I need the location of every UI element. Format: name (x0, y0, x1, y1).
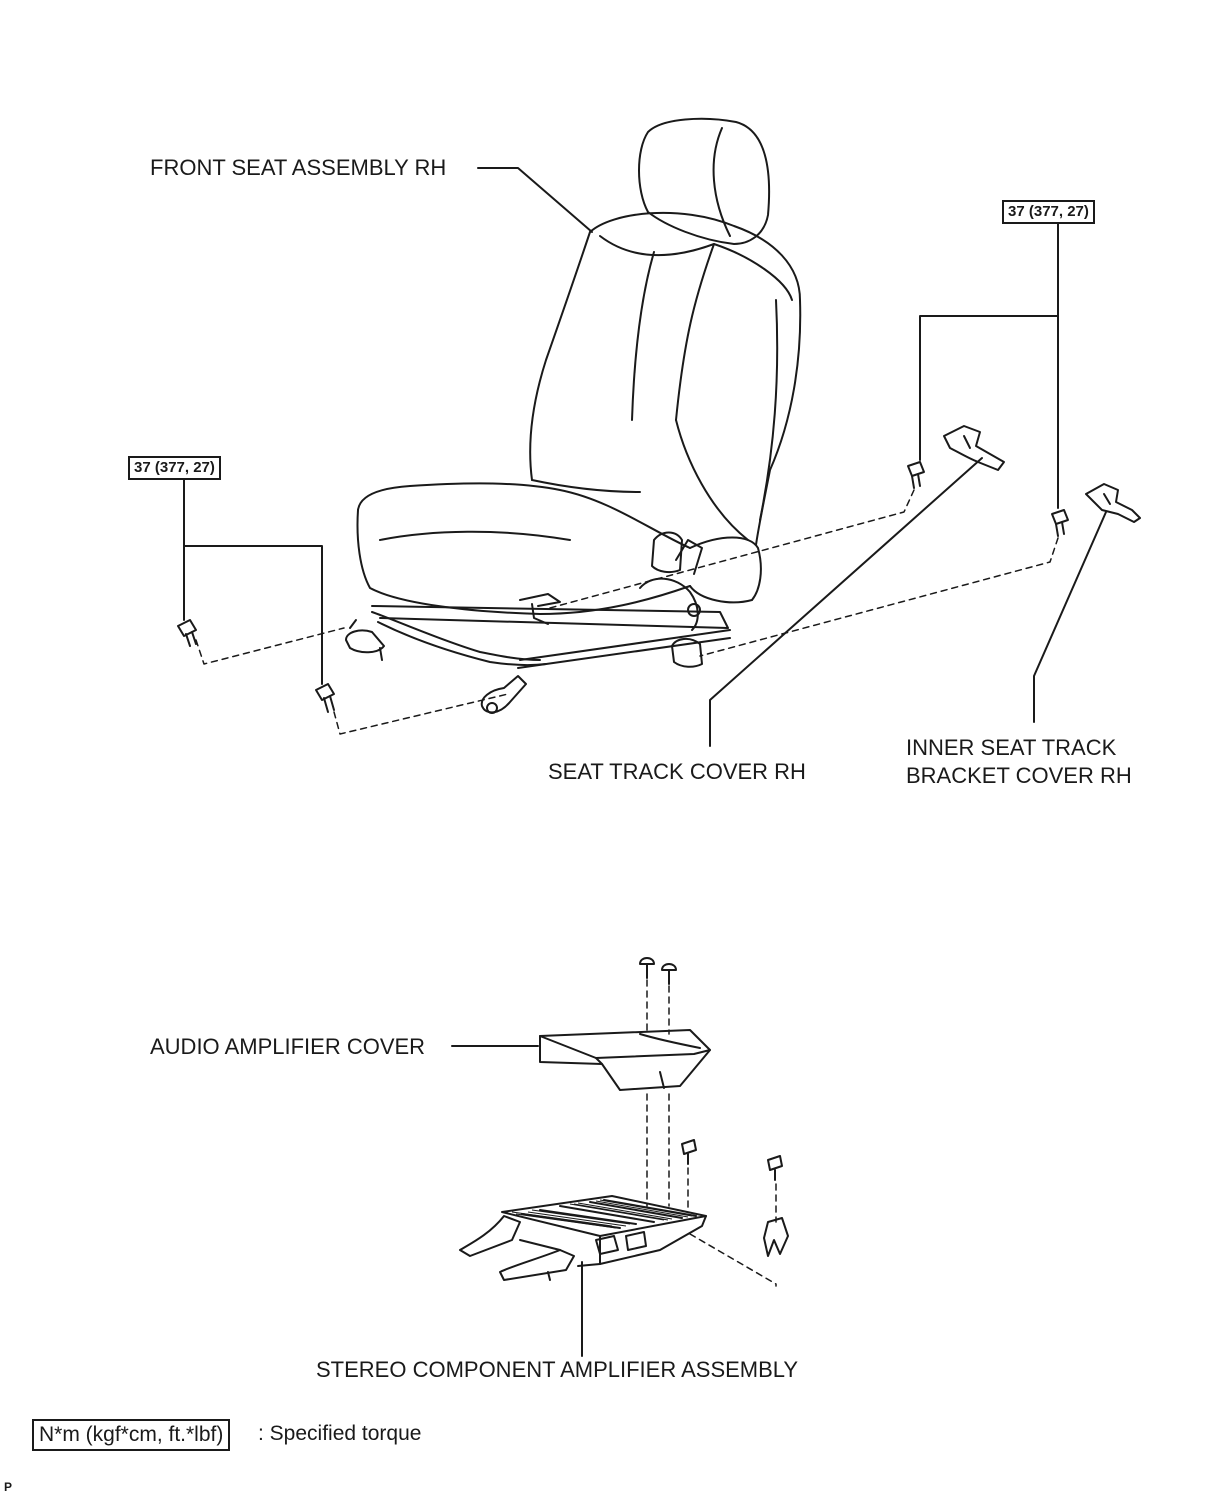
front-seat-label: FRONT SEAT ASSEMBLY RH (150, 155, 447, 180)
audio-amplifier-cover-drawing (539, 1029, 711, 1091)
screw-icon (661, 963, 677, 985)
torque-spec-left: 37 (377, 27) (128, 456, 221, 480)
clip-icon (763, 1217, 789, 1257)
stereo-amp-label: STEREO COMPONENT AMPLIFIER ASSEMBLY (316, 1357, 799, 1382)
bolt-icon (1051, 509, 1069, 537)
stereo-amplifier-drawing (459, 1195, 707, 1281)
amp-cover-label: AUDIO AMPLIFIER COVER (150, 1034, 426, 1059)
torque-spec-right: 37 (377, 27) (1002, 200, 1095, 224)
bolt-icon (177, 619, 197, 647)
bolt-icon (681, 1139, 697, 1165)
corner-code: P (4, 1480, 13, 1494)
legend-description: : Specified torque (258, 1422, 422, 1445)
screw-icon (639, 957, 655, 979)
bolt-icon (767, 1155, 783, 1181)
inner-cover-label-line2: BRACKET COVER RH (906, 763, 1132, 788)
front-seat-drawing (345, 117, 802, 714)
legend-unit-box: N*m (kgf*cm, ft.*lbf) (32, 1419, 231, 1451)
bolt-icon (907, 461, 925, 489)
seat-track-cover-drawing (943, 425, 1005, 471)
bolt-icon (315, 683, 335, 713)
inner-bracket-cover-drawing (1085, 483, 1141, 523)
inner-cover-label-line1: INNER SEAT TRACK (906, 735, 1117, 760)
seat-track-cover-label: SEAT TRACK COVER RH (548, 759, 806, 784)
